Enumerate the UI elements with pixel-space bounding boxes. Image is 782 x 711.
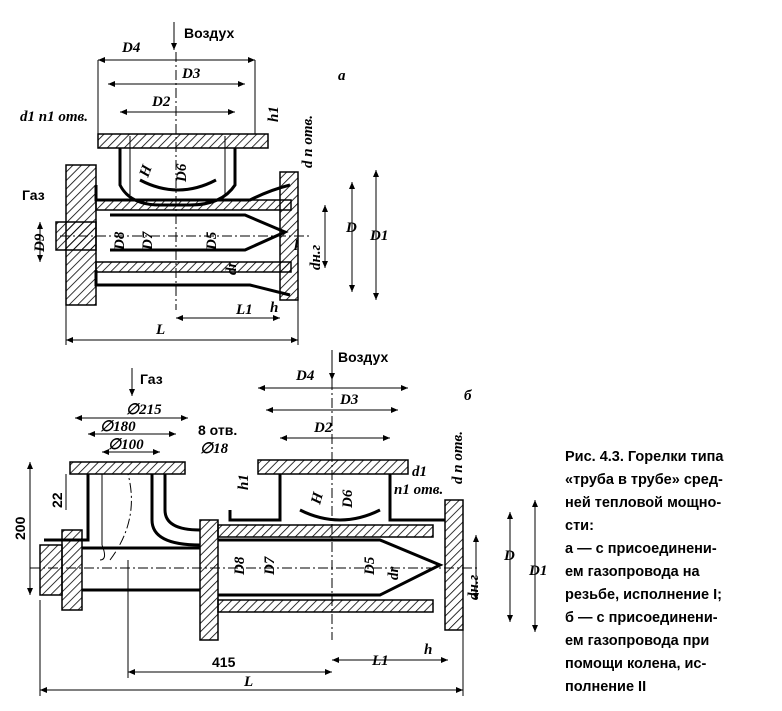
dim-D5-a: D5: [204, 231, 220, 251]
dimensions-a: D4 D3 D2 d1 n1 отв. H D6 h1 d n отв. Газ…: [20, 40, 388, 345]
dim-d1n1-a: d1 n1 отв.: [20, 109, 88, 125]
dim-22-b: 22: [49, 492, 65, 508]
caption-line: полнение II: [565, 679, 647, 695]
dim-D6-a: D6: [174, 163, 190, 183]
dim-D-b: D: [503, 548, 515, 564]
dim-n1-b: n1 отв.: [394, 482, 443, 498]
caption-line: ем газопровода при: [565, 633, 710, 649]
dim-L1-a: L1: [235, 302, 253, 318]
air-inlet-a: [97, 52, 269, 310]
caption-line: сти:: [565, 518, 594, 534]
dim-D7-a: D7: [140, 231, 156, 251]
dim-D6-b: D6: [340, 489, 356, 509]
dim-dr-a: dr: [224, 262, 240, 276]
dim-d180-b: ∅180: [100, 419, 136, 435]
dim-D1-b: D1: [528, 563, 547, 579]
caption-line: помощи колена, ис-: [565, 656, 707, 672]
drawing-a: Воздух а D4: [20, 22, 388, 345]
variant-letter-b: б: [464, 388, 472, 404]
caption-line: ней тепловой мощно-: [565, 495, 722, 511]
caption-line: Рис. 4.3. Горелки типа: [565, 449, 724, 465]
variant-letter-a: а: [338, 68, 346, 84]
dim-D2-a: D2: [151, 94, 171, 110]
dim-L-a: L: [155, 322, 165, 338]
dim-D4-a: D4: [121, 40, 141, 56]
caption-line: ем газопровода на: [565, 564, 700, 580]
figure-caption: Рис. 4.3. Горелки типа «труба в трубе» с…: [565, 446, 777, 699]
gas-label-b: Газ: [140, 371, 163, 387]
dim-dn-a: d n отв.: [300, 115, 316, 168]
dim-D4-b: D4: [295, 368, 315, 384]
dim-D7-b: D7: [262, 556, 278, 576]
dim-dn-b: d n отв.: [450, 431, 466, 484]
dim-dng-b: dн.г: [466, 574, 482, 600]
dim-D3-b: D3: [339, 392, 359, 408]
burner-body-a: [55, 164, 310, 306]
dim-D2-b: D2: [313, 420, 333, 436]
caption-line: «труба в трубе» сред-: [565, 472, 723, 488]
dim-dr-b: dr: [386, 567, 402, 581]
caption-line: резьбе, исполнение I;: [565, 587, 723, 603]
dim-h-b: h: [424, 642, 432, 658]
drawing-b: Воздух Газ б: [12, 349, 547, 696]
dim-D8-a: D8: [112, 231, 128, 251]
dim-D1-a: D1: [369, 228, 388, 244]
dim-d100-b: ∅100: [108, 437, 144, 453]
burner-body-b: [30, 380, 480, 641]
dim-L1-b: L1: [371, 653, 389, 669]
gas-label-a: Газ: [22, 187, 45, 203]
dim-D3-a: D3: [181, 66, 201, 82]
dim-H-b: H: [308, 489, 327, 507]
air-label-b: Воздух: [338, 349, 388, 365]
dim-dng-a: dн.г: [308, 244, 324, 270]
dim-D9-a: D9: [32, 233, 48, 253]
caption-line: б — с присоединени-: [565, 610, 718, 626]
air-label-a: Воздух: [184, 25, 234, 41]
caption-line: а — с присоединени-: [565, 541, 717, 557]
dim-holes8-b: 8 отв.: [198, 422, 237, 438]
dim-D-a: D: [345, 220, 357, 236]
gas-elbow-b: [39, 461, 201, 611]
dim-L-b: L: [243, 674, 253, 690]
dim-l-a: l: [294, 238, 299, 254]
dimensions-b: ∅215 ∅180 ∅100 8 отв. ∅18 D4 D3 D2 h1 H …: [12, 368, 547, 696]
dim-d1-b: d1: [412, 464, 427, 480]
dim-200-b: 200: [12, 516, 28, 540]
dim-d18-b: ∅18: [200, 441, 229, 457]
dim-h-a: h: [270, 300, 278, 316]
dim-h1-b: h1: [236, 474, 252, 490]
dim-d215-b: ∅215: [126, 402, 162, 418]
dim-D5-b: D5: [362, 556, 378, 576]
dim-D8-b: D8: [232, 556, 248, 576]
dim-415-b: 415: [212, 654, 236, 670]
dim-H-a: H: [136, 162, 156, 181]
dim-h1-a: h1: [266, 106, 282, 122]
